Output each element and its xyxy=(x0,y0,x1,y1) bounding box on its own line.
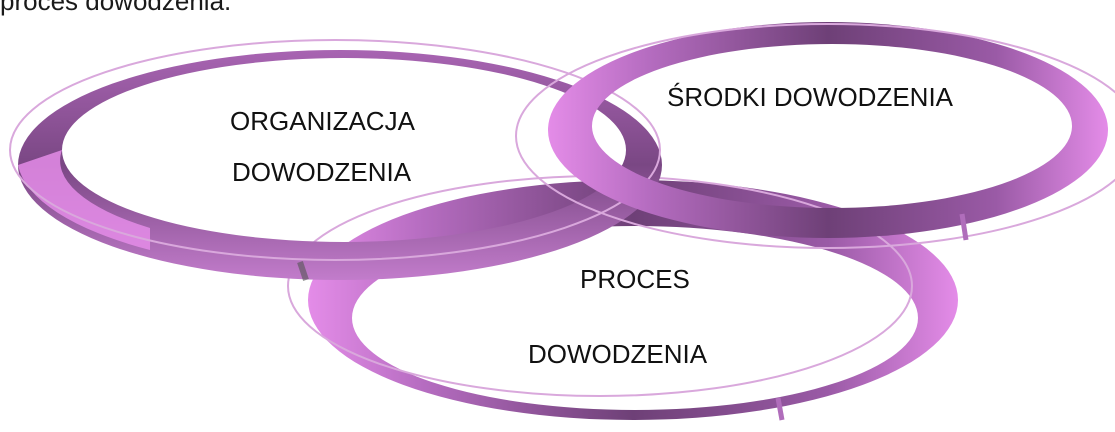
ring-organizacja-highlight xyxy=(18,150,150,250)
ring-proces-seam xyxy=(775,397,785,421)
label-organizacja-line2: DOWODZENIA xyxy=(232,157,412,187)
ring-srodki xyxy=(515,22,1115,249)
label-organizacja-line1: ORGANIZACJA xyxy=(230,106,415,136)
ring-organizacja-seam xyxy=(297,261,309,281)
ring-proces-band xyxy=(308,180,958,420)
ring-organizacja-outline xyxy=(9,39,661,261)
ring-srodki-band xyxy=(548,22,1108,238)
label-proces-line2: DOWODZENIA xyxy=(528,339,708,369)
label-proces-line1: PROCES xyxy=(580,264,690,294)
label-srodki: ŚRODKI DOWODZENIA xyxy=(667,82,954,112)
ring-proces xyxy=(287,175,958,421)
ring-srodki-seam xyxy=(959,213,969,241)
header-caption: proces dowodzenia. xyxy=(0,0,232,16)
ring-srodki-outline xyxy=(515,23,1115,249)
